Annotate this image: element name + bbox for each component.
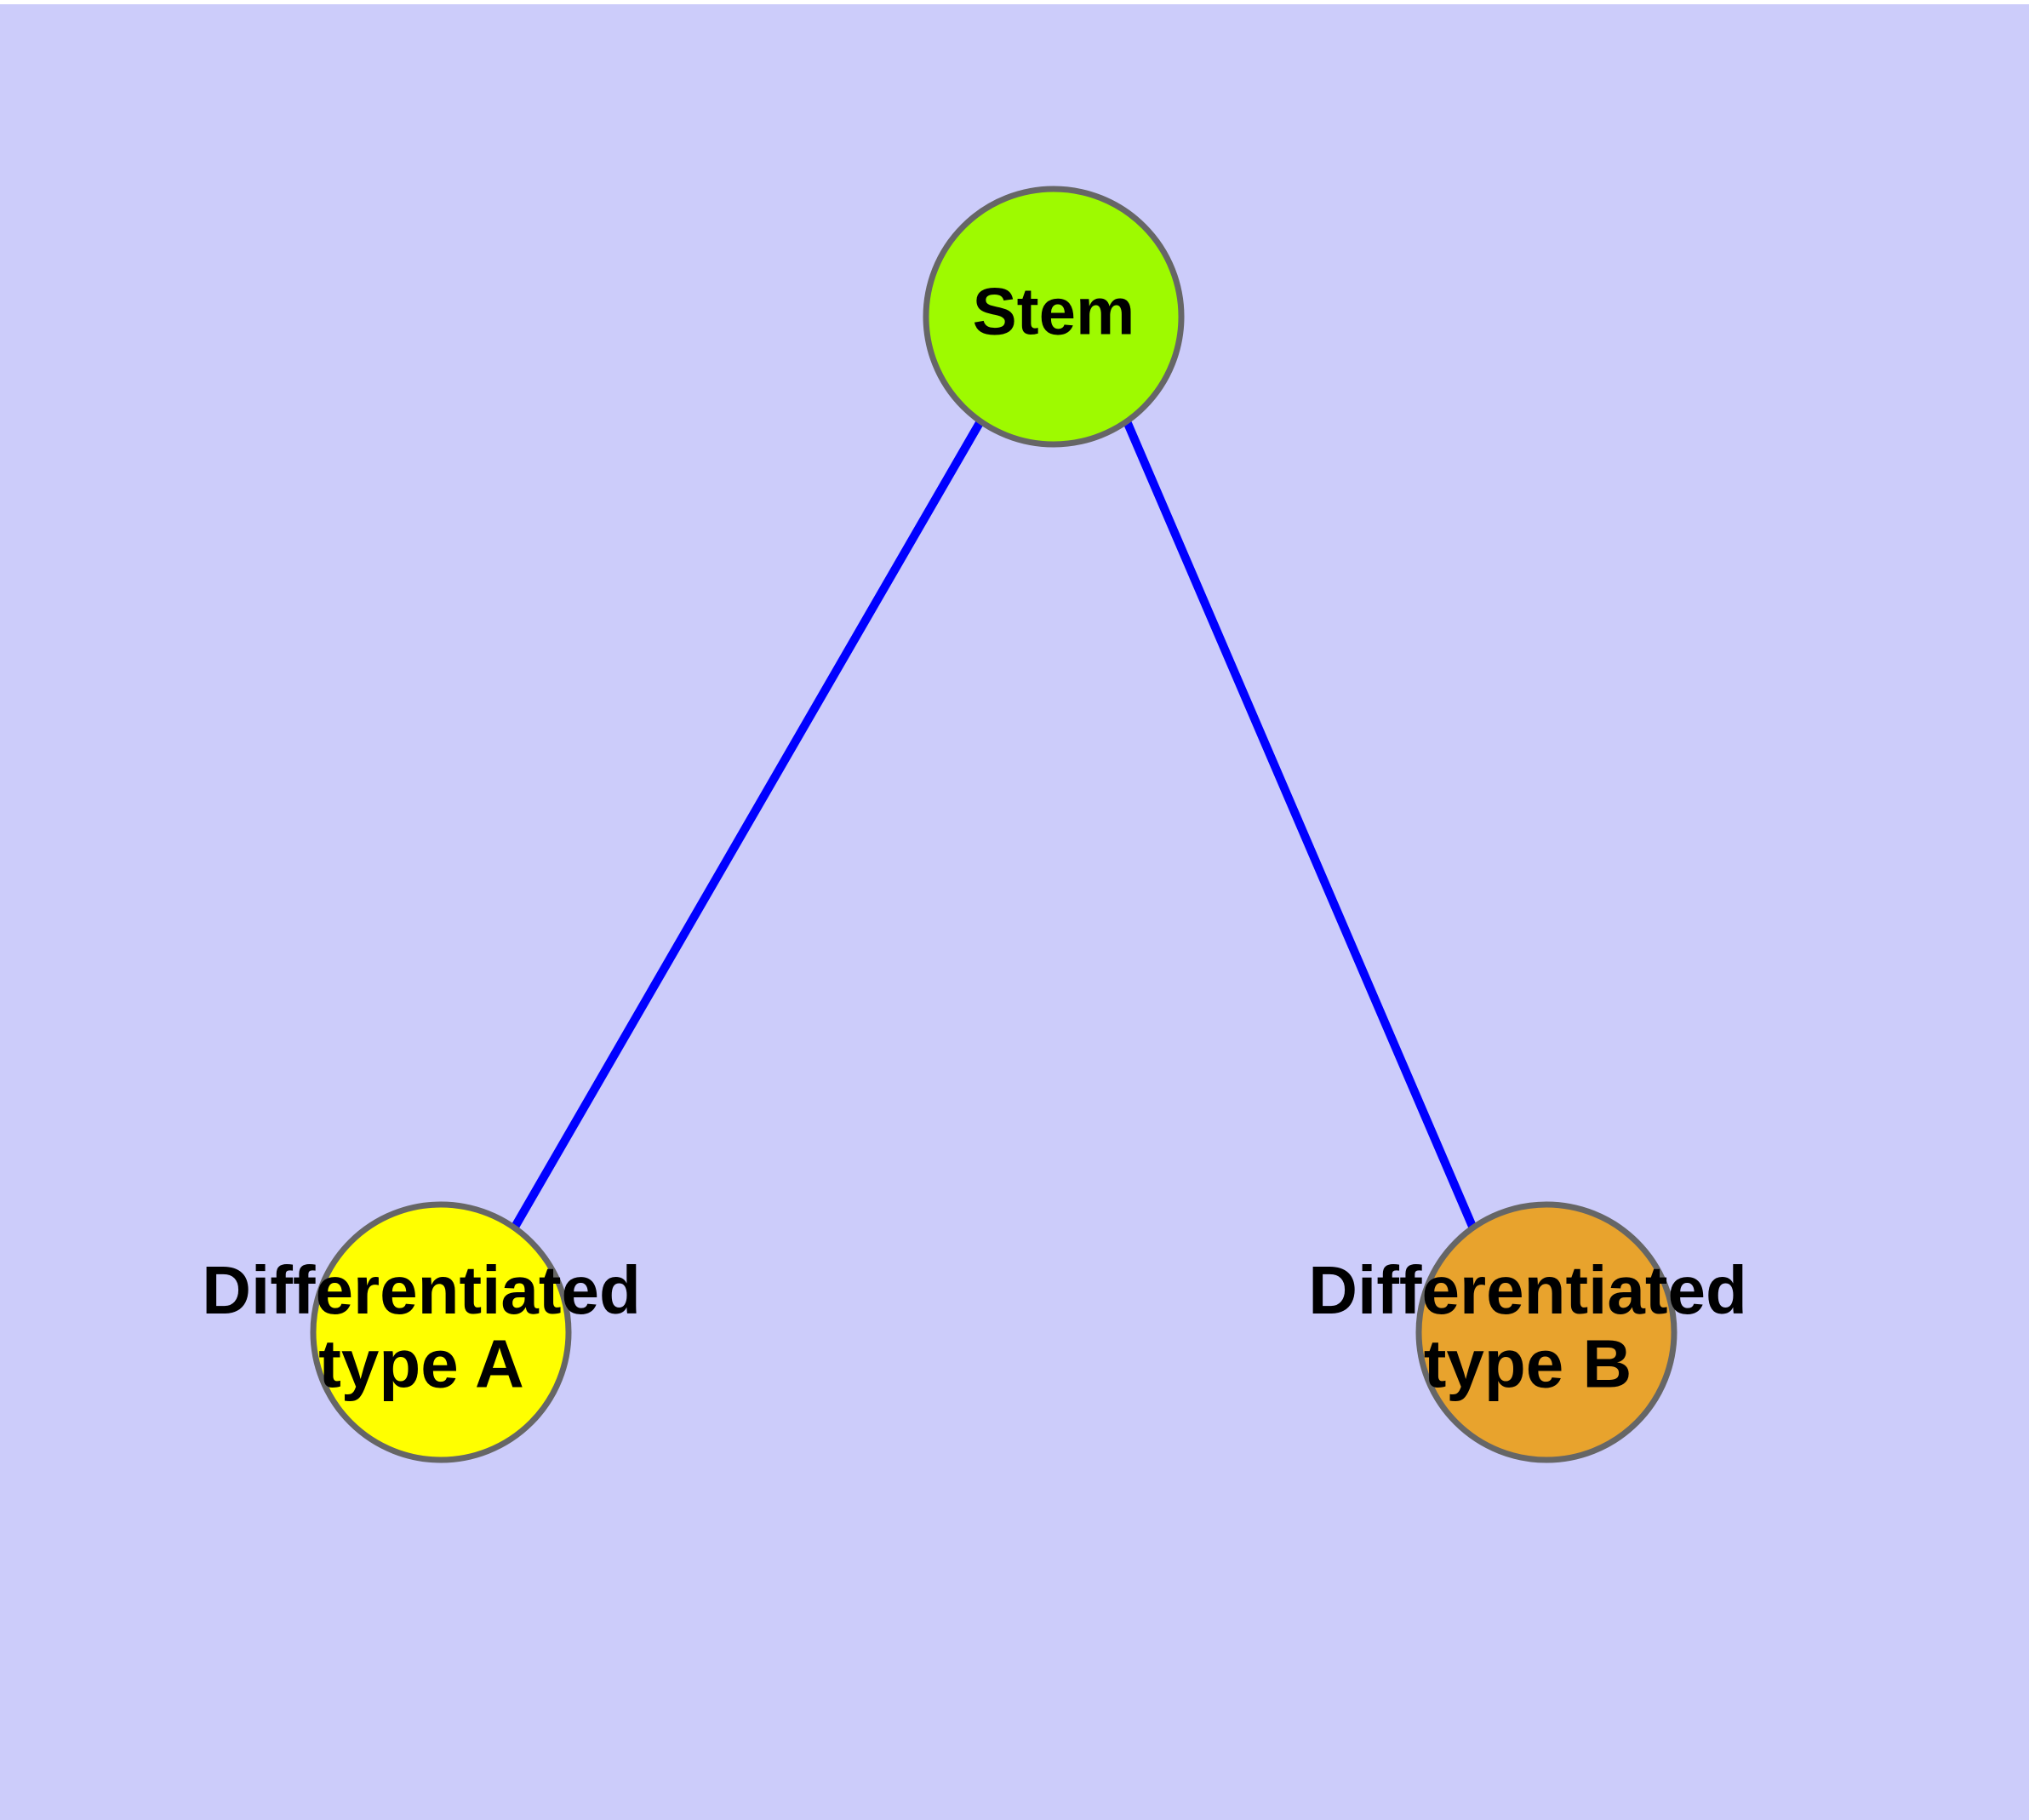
- node-diff_a[interactable]: [310, 1201, 572, 1463]
- node-label-diff_b-line-1: Differentiated: [1308, 1252, 1747, 1328]
- nodes-layer: [310, 186, 1677, 1463]
- edge-stem-to-b: [1123, 420, 1477, 1230]
- node-label-diff_a-line-1: Differentiated: [202, 1252, 641, 1328]
- node-label-diff_a-line-2: type A: [318, 1325, 524, 1401]
- node-label-stem: Stem: [973, 274, 1135, 349]
- edges-layer: [510, 419, 1477, 1231]
- node-diff_b[interactable]: [1415, 1201, 1677, 1463]
- node-stem[interactable]: [923, 186, 1185, 448]
- node-label-diff_b-line-2: type B: [1424, 1325, 1632, 1401]
- edge-stem-to-a: [510, 419, 985, 1231]
